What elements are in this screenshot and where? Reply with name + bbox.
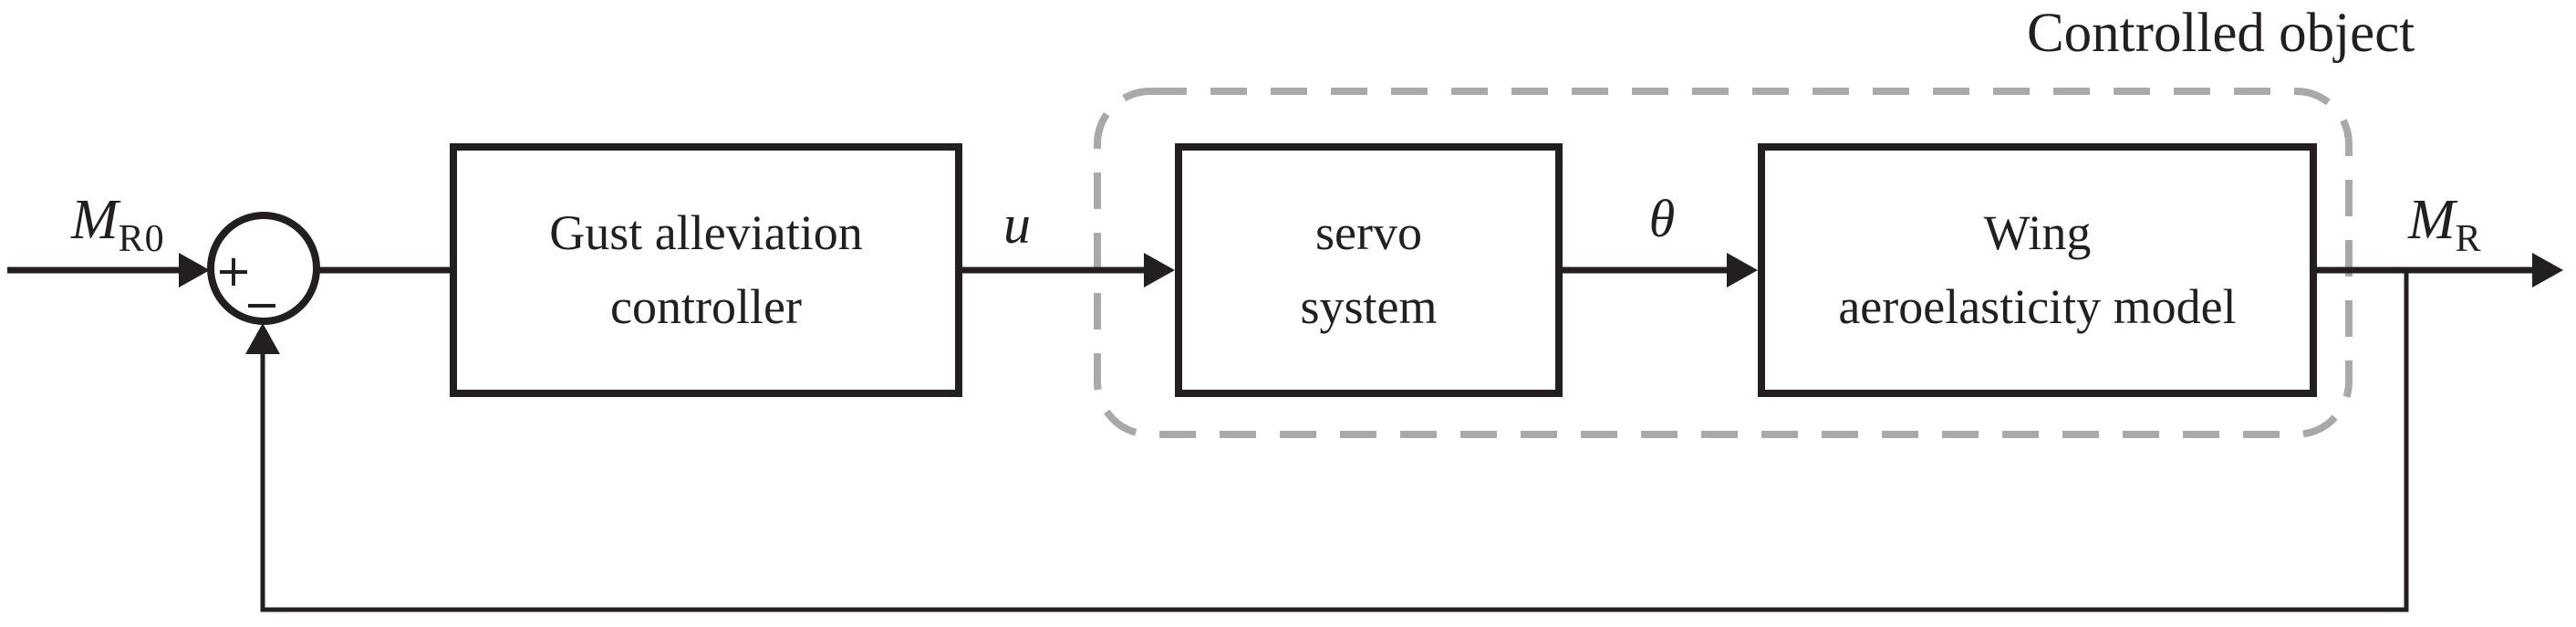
- input-signal-base: M: [71, 189, 119, 251]
- wing-block: [1758, 143, 2317, 397]
- wing-label-line2: aeroelasticity model: [1838, 279, 2237, 334]
- controller-block-label: Gust alleviation controller: [450, 143, 962, 397]
- deflection-signal-label: θ: [1648, 189, 1676, 248]
- feedback-arrowhead-icon: [245, 323, 280, 354]
- input-arrowhead-icon: [179, 253, 210, 287]
- wing-input-arrowhead-icon: [1727, 253, 1758, 287]
- controlled-object-boundary: [1094, 88, 2353, 438]
- control-signal-label: u: [1003, 194, 1031, 255]
- output-signal-base: M: [2408, 189, 2456, 251]
- minus-sign: −: [243, 279, 281, 330]
- feedback-line: [260, 270, 2409, 612]
- controller-label-line2: controller: [610, 279, 802, 334]
- output-signal-subscript: R: [2455, 218, 2482, 260]
- servo-input-arrowhead-icon: [1144, 253, 1175, 287]
- summing-junction-circle: [207, 212, 320, 325]
- controller-label-line1: Gust alleviation: [549, 205, 863, 260]
- output-arrowhead-icon: [2532, 253, 2563, 287]
- plus-sign: +: [214, 246, 253, 297]
- servo-block: [1175, 143, 1563, 397]
- input-signal-subscript: R0: [118, 218, 165, 260]
- input-signal-label: MR0: [71, 192, 165, 258]
- output-signal-label: MR: [2408, 192, 2482, 258]
- servo-label-line2: system: [1300, 279, 1438, 334]
- servo-label-line1: servo: [1315, 205, 1422, 260]
- controller-block: [450, 143, 962, 397]
- wing-label-line1: Wing: [1983, 205, 2092, 260]
- wing-block-label: Wing aeroelasticity model: [1758, 143, 2317, 397]
- servo-block-label: servo system: [1175, 143, 1563, 397]
- controlled-object-title: Controlled object: [2027, 3, 2415, 64]
